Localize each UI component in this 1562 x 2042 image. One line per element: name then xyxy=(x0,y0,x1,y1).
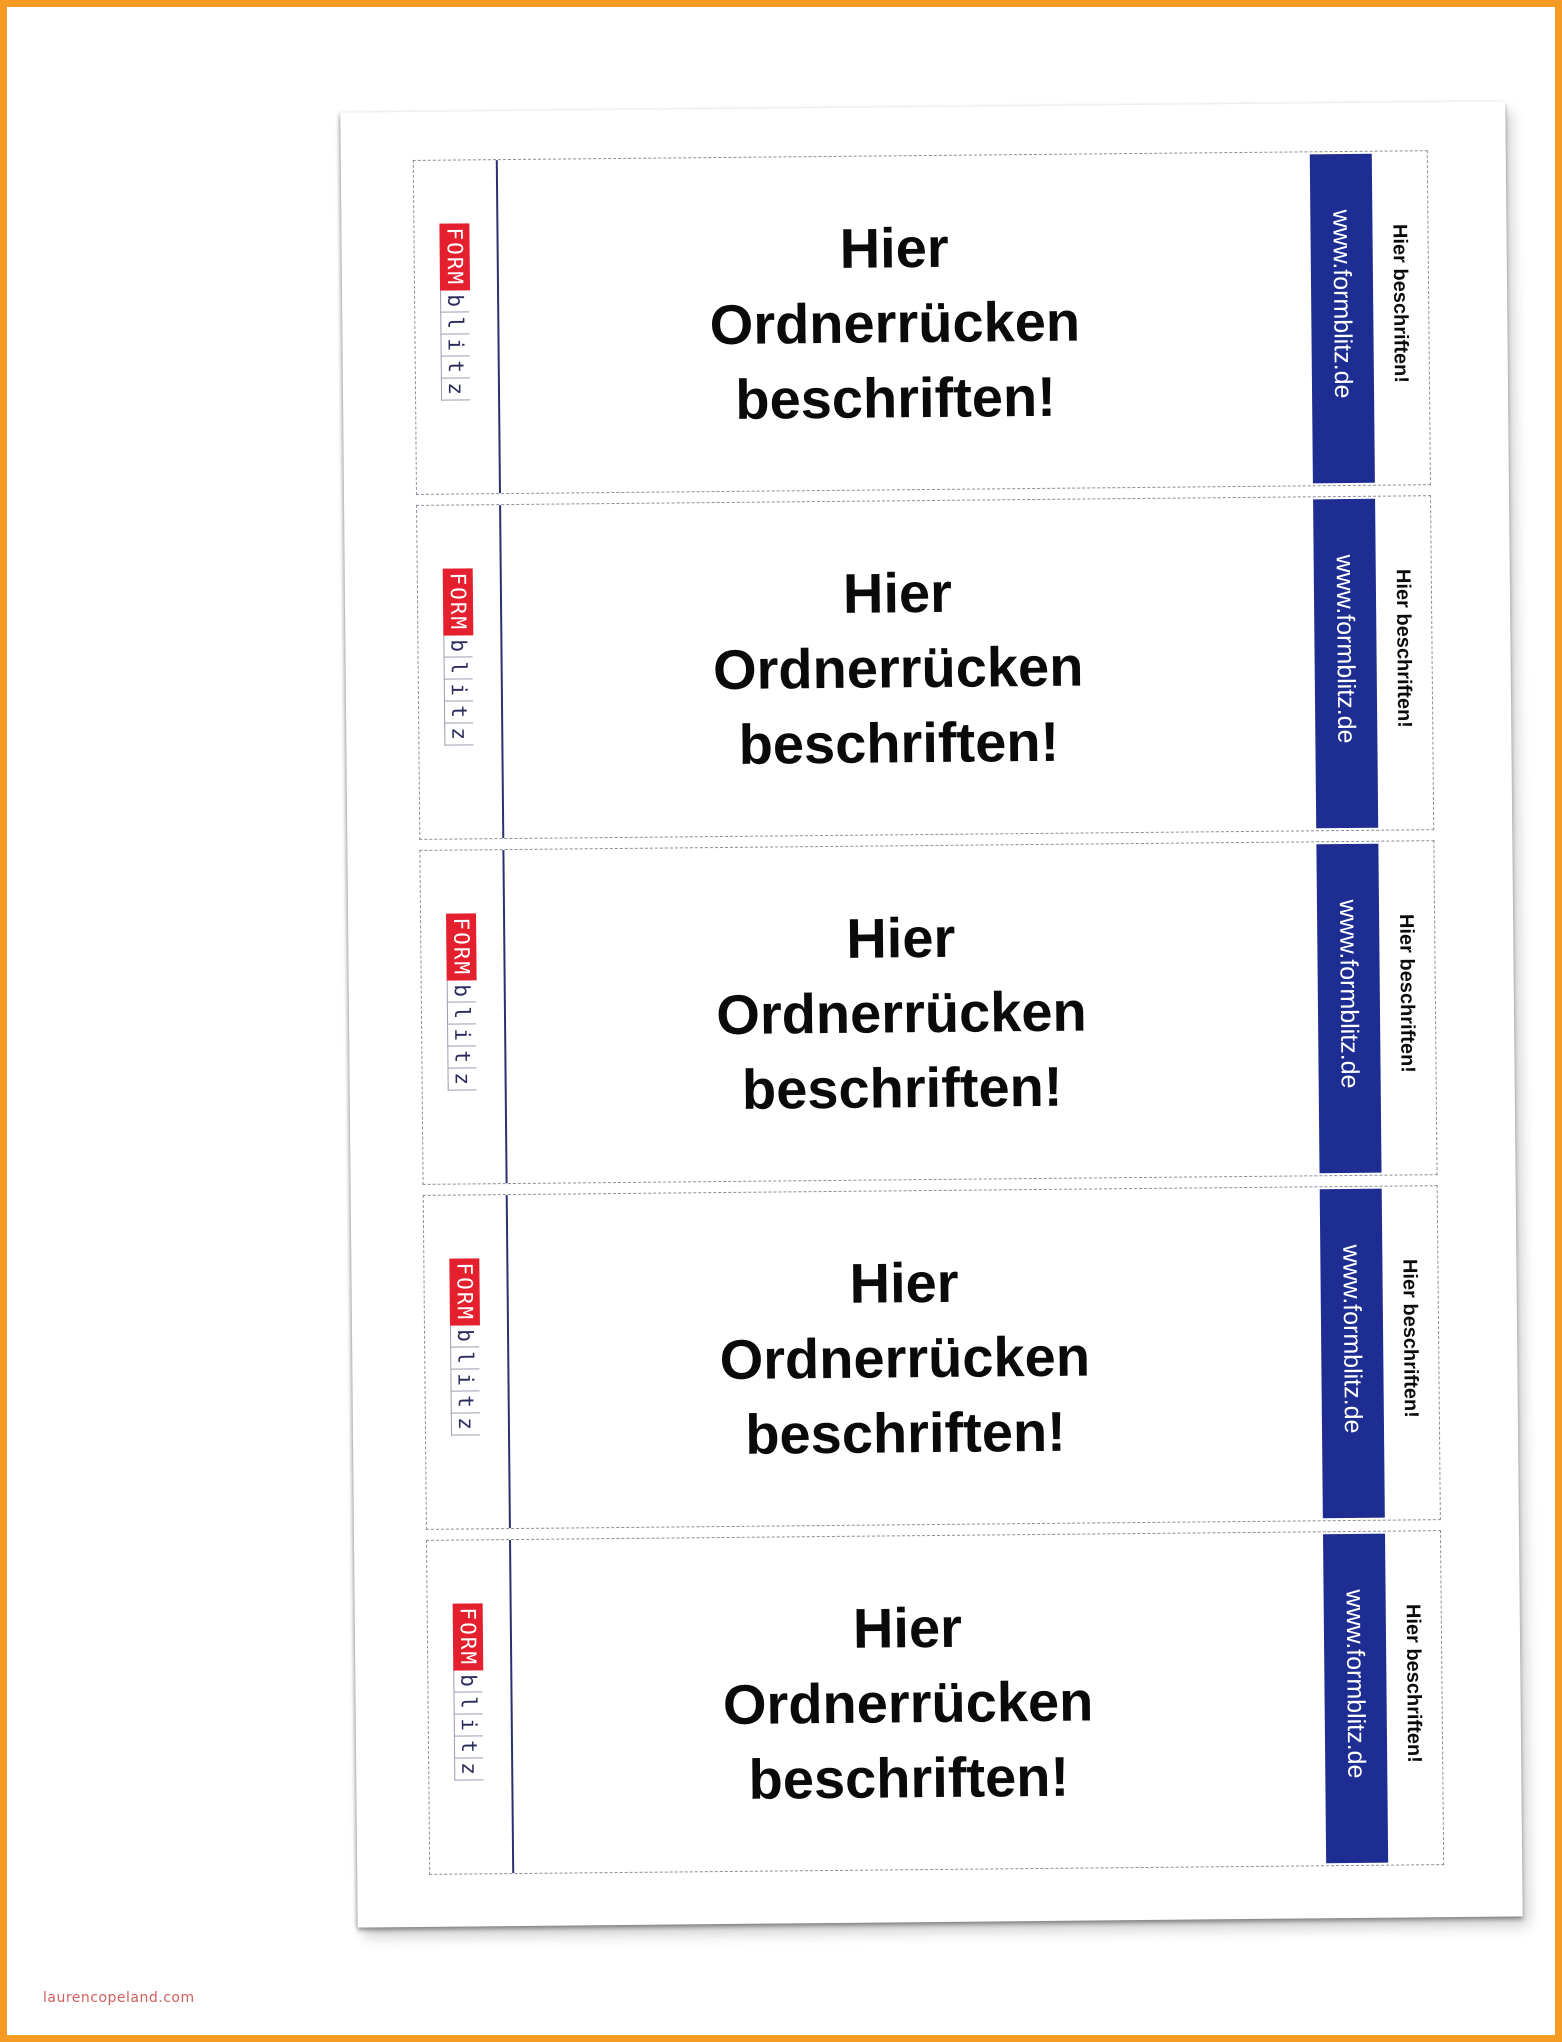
hint-column: Hier beschriften! xyxy=(1387,1188,1434,1517)
title-line: Ordnerrücken xyxy=(722,1669,1094,1737)
url-text: www.formblitz.de xyxy=(1337,1244,1368,1434)
logo-blitz-char: i xyxy=(450,1368,481,1392)
logo-blitz-char: b xyxy=(443,634,474,658)
title-line: Ordnerrücken xyxy=(709,289,1081,357)
logo-blitz-char: z xyxy=(451,1412,481,1436)
url-text: www.formblitz.de xyxy=(1340,1589,1371,1779)
logo-form-text: FORM xyxy=(446,913,477,981)
url-text: www.formblitz.de xyxy=(1330,554,1361,744)
logo-blitz-char: z xyxy=(454,1757,484,1781)
hint-column: Hier beschriften! xyxy=(1390,1533,1437,1862)
logo-form-text: FORM xyxy=(439,223,471,291)
logo-blitz-char: i xyxy=(440,333,471,357)
url-band: www.formblitz.de xyxy=(1309,153,1375,484)
title-line: Hier xyxy=(852,1595,963,1660)
url-band: www.formblitz.de xyxy=(1313,498,1379,829)
logo-blitz-char: l xyxy=(450,1346,480,1370)
hint-column: Hier beschriften! xyxy=(1377,153,1424,482)
title-line: beschriften! xyxy=(748,1744,1070,1811)
title-line: Ordnerrücken xyxy=(712,634,1084,702)
title-line: Hier xyxy=(849,1250,959,1315)
logo-blitz-char: t xyxy=(441,355,471,379)
url-text: www.formblitz.de xyxy=(1327,209,1358,399)
hint-column: Hier beschriften! xyxy=(1383,843,1430,1172)
hint-text: Hier beschriften! xyxy=(1395,913,1419,1074)
url-text: www.formblitz.de xyxy=(1333,899,1364,1089)
title-line: beschriften! xyxy=(741,1054,1063,1121)
title-line: beschriften! xyxy=(735,364,1057,431)
logo-blitz-char: i xyxy=(447,1023,477,1047)
title-line: Hier xyxy=(839,215,949,280)
logo-blitz-char: i xyxy=(444,678,474,702)
logo-form-text: FORM xyxy=(452,1603,484,1671)
hint-text: Hier beschriften! xyxy=(1388,223,1412,384)
logo-blitz-char: t xyxy=(444,700,474,724)
logo-blitz-char: l xyxy=(444,656,474,680)
title-line: Ordnerrücken xyxy=(716,979,1087,1047)
logo-blitz-char: z xyxy=(447,1067,478,1091)
url-band: www.formblitz.de xyxy=(1323,1533,1389,1864)
title-line: Ordnerrücken xyxy=(719,1324,1091,1392)
hint-text: Hier beschriften! xyxy=(1401,1603,1426,1763)
logo-blitz-char: l xyxy=(453,1691,484,1715)
logo-form-text: FORM xyxy=(449,1258,480,1326)
title-line: Hier xyxy=(845,905,956,970)
logo-blitz-char: z xyxy=(444,722,474,746)
url-band: www.formblitz.de xyxy=(1319,1188,1385,1519)
url-band: www.formblitz.de xyxy=(1316,843,1382,1174)
logo-blitz-char: b xyxy=(440,289,470,313)
logo-blitz-char: t xyxy=(451,1390,481,1414)
logo-blitz-char: l xyxy=(440,311,470,335)
logo-blitz-char: t xyxy=(447,1045,477,1069)
logo-form-text: FORM xyxy=(442,568,474,636)
hint-text: Hier beschriften! xyxy=(1391,568,1416,729)
title-line: beschriften! xyxy=(744,1399,1067,1466)
logo-blitz-char: z xyxy=(441,377,471,401)
logo-blitz-char: l xyxy=(447,1001,477,1025)
title-line: Hier xyxy=(842,560,953,625)
watermark: laurencopeland.com xyxy=(43,1990,195,2006)
hint-column: Hier beschriften! xyxy=(1380,498,1427,827)
hint-text: Hier beschriften! xyxy=(1398,1258,1422,1418)
logo-blitz-char: b xyxy=(453,1669,483,1693)
logo-blitz-char: i xyxy=(454,1713,484,1737)
title-line: beschriften! xyxy=(738,709,1060,776)
logo-blitz-char: t xyxy=(454,1735,484,1759)
logo-blitz-char: b xyxy=(450,1324,480,1348)
logo-blitz-char: b xyxy=(447,979,477,1003)
